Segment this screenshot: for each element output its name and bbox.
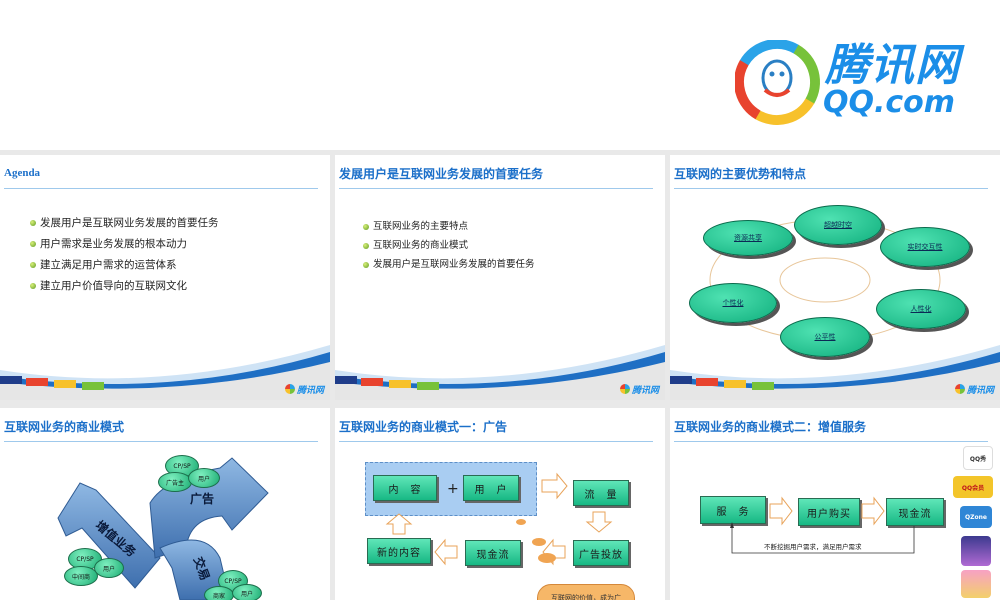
arrow-trade xyxy=(159,539,231,600)
footer-swoosh xyxy=(335,345,665,400)
qq-logo-icon xyxy=(619,384,630,394)
list-item: 用户需求是业务发展的根本动力 xyxy=(30,234,219,255)
feature-node: 超越时空 xyxy=(794,205,882,245)
mini-logo: 腾讯网 xyxy=(954,383,994,396)
arrow-value-added xyxy=(57,482,161,589)
bullet-icon xyxy=(30,241,36,247)
list-item: 互联网业务的商业模式 xyxy=(363,236,535,255)
cloud-node: 中间商 xyxy=(64,566,98,586)
list-item: 建立用户价值导向的互联网文化 xyxy=(30,276,219,297)
logo-text: 腾讯网 xyxy=(825,40,960,91)
flow-arrows xyxy=(385,472,613,566)
pet-icon xyxy=(961,570,991,598)
header: 腾讯网 QQ.com xyxy=(0,0,1000,150)
cloud-node: 商家 xyxy=(204,586,234,600)
tencent-logo-icon xyxy=(735,40,820,125)
arrow-label-ads: 广告 xyxy=(190,492,215,506)
slide-thumbnail-4[interactable]: 互联网业务的商业模式 增值业务 广告 交易 CP/SP 广告主 用户 CP/SP… xyxy=(0,408,330,600)
footer-swoosh xyxy=(0,345,330,400)
slide-title: 互联网业务的商业模式 xyxy=(4,420,125,434)
bullet-list: 发展用户是互联网业务发展的首要任务 用户需求是业务发展的根本动力 建立满足用户需… xyxy=(30,213,219,297)
title-divider xyxy=(4,188,318,189)
footer-swoosh xyxy=(670,345,1000,400)
qq-logo-icon xyxy=(284,384,295,394)
slide-thumbnail-1[interactable]: Agenda 发展用户是互联网业务发展的首要任务 用户需求是业务发展的根本动力 … xyxy=(0,155,330,400)
mini-logo: 腾讯网 xyxy=(619,383,659,396)
diagram-box-cash: 现金流 xyxy=(886,498,944,526)
slide-title: 互联网业务的商业模式二：增值服务 xyxy=(674,420,867,434)
slide-title: 发展用户是互联网业务发展的首要任务 xyxy=(339,167,544,181)
diagram-box-purchase: 用户购买 xyxy=(798,498,860,526)
plus-sign: + xyxy=(447,481,459,497)
title-divider xyxy=(4,441,318,442)
bullet-icon xyxy=(363,262,369,268)
mini-logo: 腾讯网 xyxy=(284,383,324,396)
bullet-icon xyxy=(363,224,369,230)
title-divider xyxy=(339,441,653,442)
cycle-note: 不断挖掘用户需求，满足用户需求 xyxy=(764,543,862,551)
bullet-list: 互联网业务的主要特点 互联网业务的商业模式 发展用户是互联网业务发展的首要任务 xyxy=(363,217,535,274)
flow-arrows xyxy=(730,496,915,554)
diagram-box-user: 用 户 xyxy=(463,475,519,501)
diagram-box-content: 内 容 xyxy=(373,475,437,501)
feature-node: 人性化 xyxy=(876,289,966,329)
feature-node: 实时交互性 xyxy=(880,227,970,267)
diagram-box-new-content: 新的内容 xyxy=(367,538,431,564)
title-divider xyxy=(674,188,988,189)
slide-thumbnail-5[interactable]: 互联网业务的商业模式一：广告 内 容 + 用 户 流 量 广告投放 现金流 新的… xyxy=(335,408,665,600)
list-item: 建立满足用户需求的运营体系 xyxy=(30,255,219,276)
feature-node: 资源共享 xyxy=(703,220,793,256)
cloud-node: 用户 xyxy=(232,584,262,600)
game-icon xyxy=(961,536,991,566)
slide-thumbnail-2[interactable]: 发展用户是互联网业务发展的首要任务 互联网业务的主要特点 互联网业务的商业模式 … xyxy=(335,155,665,400)
logo-subtext: QQ.com xyxy=(823,85,956,120)
title-divider xyxy=(674,441,988,442)
cloud-node: 用户 xyxy=(94,558,124,578)
diagram-box-cash: 现金流 xyxy=(465,540,521,566)
cloud-node: 广告主 xyxy=(158,472,192,492)
list-item: 发展用户是互联网业务发展的首要任务 xyxy=(30,213,219,234)
bullet-icon xyxy=(30,262,36,268)
slide-thumbnail-6[interactable]: 互联网业务的商业模式二：增值服务 服 务 用户购买 现金流 不断挖掘用户需求，满… xyxy=(670,408,1000,600)
cloud-node: 用户 xyxy=(188,468,220,488)
bullet-icon xyxy=(363,243,369,249)
slide-title: 互联网的主要优势和特点 xyxy=(674,167,807,181)
diagram-box-ad: 广告投放 xyxy=(573,540,629,566)
bullet-icon xyxy=(30,283,36,289)
callout-cloud: 互联网的价值，成为广 xyxy=(537,584,635,600)
list-item: 互联网业务的主要特点 xyxy=(363,217,535,236)
list-item: 发展用户是互联网业务发展的首要任务 xyxy=(363,255,535,274)
diagram-box-traffic: 流 量 xyxy=(573,480,629,506)
qzone-icon: QZone xyxy=(960,506,992,528)
bullet-icon xyxy=(30,220,36,226)
title-divider xyxy=(339,188,653,189)
feature-node: 个性化 xyxy=(689,283,777,323)
qq-logo-icon xyxy=(954,384,965,394)
slide-title: Agenda xyxy=(4,167,41,179)
qq-show-icon: QQ秀 xyxy=(963,446,993,470)
feature-node: 公平性 xyxy=(780,317,870,357)
cycle-arrows-diagram xyxy=(57,457,269,600)
slide-thumbnail-3[interactable]: 互联网的主要优势和特点 资源共享 超越时空 实时交互性 个性化 人性化 公平性 … xyxy=(670,155,1000,400)
qq-member-icon: QQ会员 xyxy=(953,476,993,498)
diagram-box-service: 服 务 xyxy=(700,496,766,524)
slide-title: 互联网业务的商业模式一：广告 xyxy=(339,420,508,434)
